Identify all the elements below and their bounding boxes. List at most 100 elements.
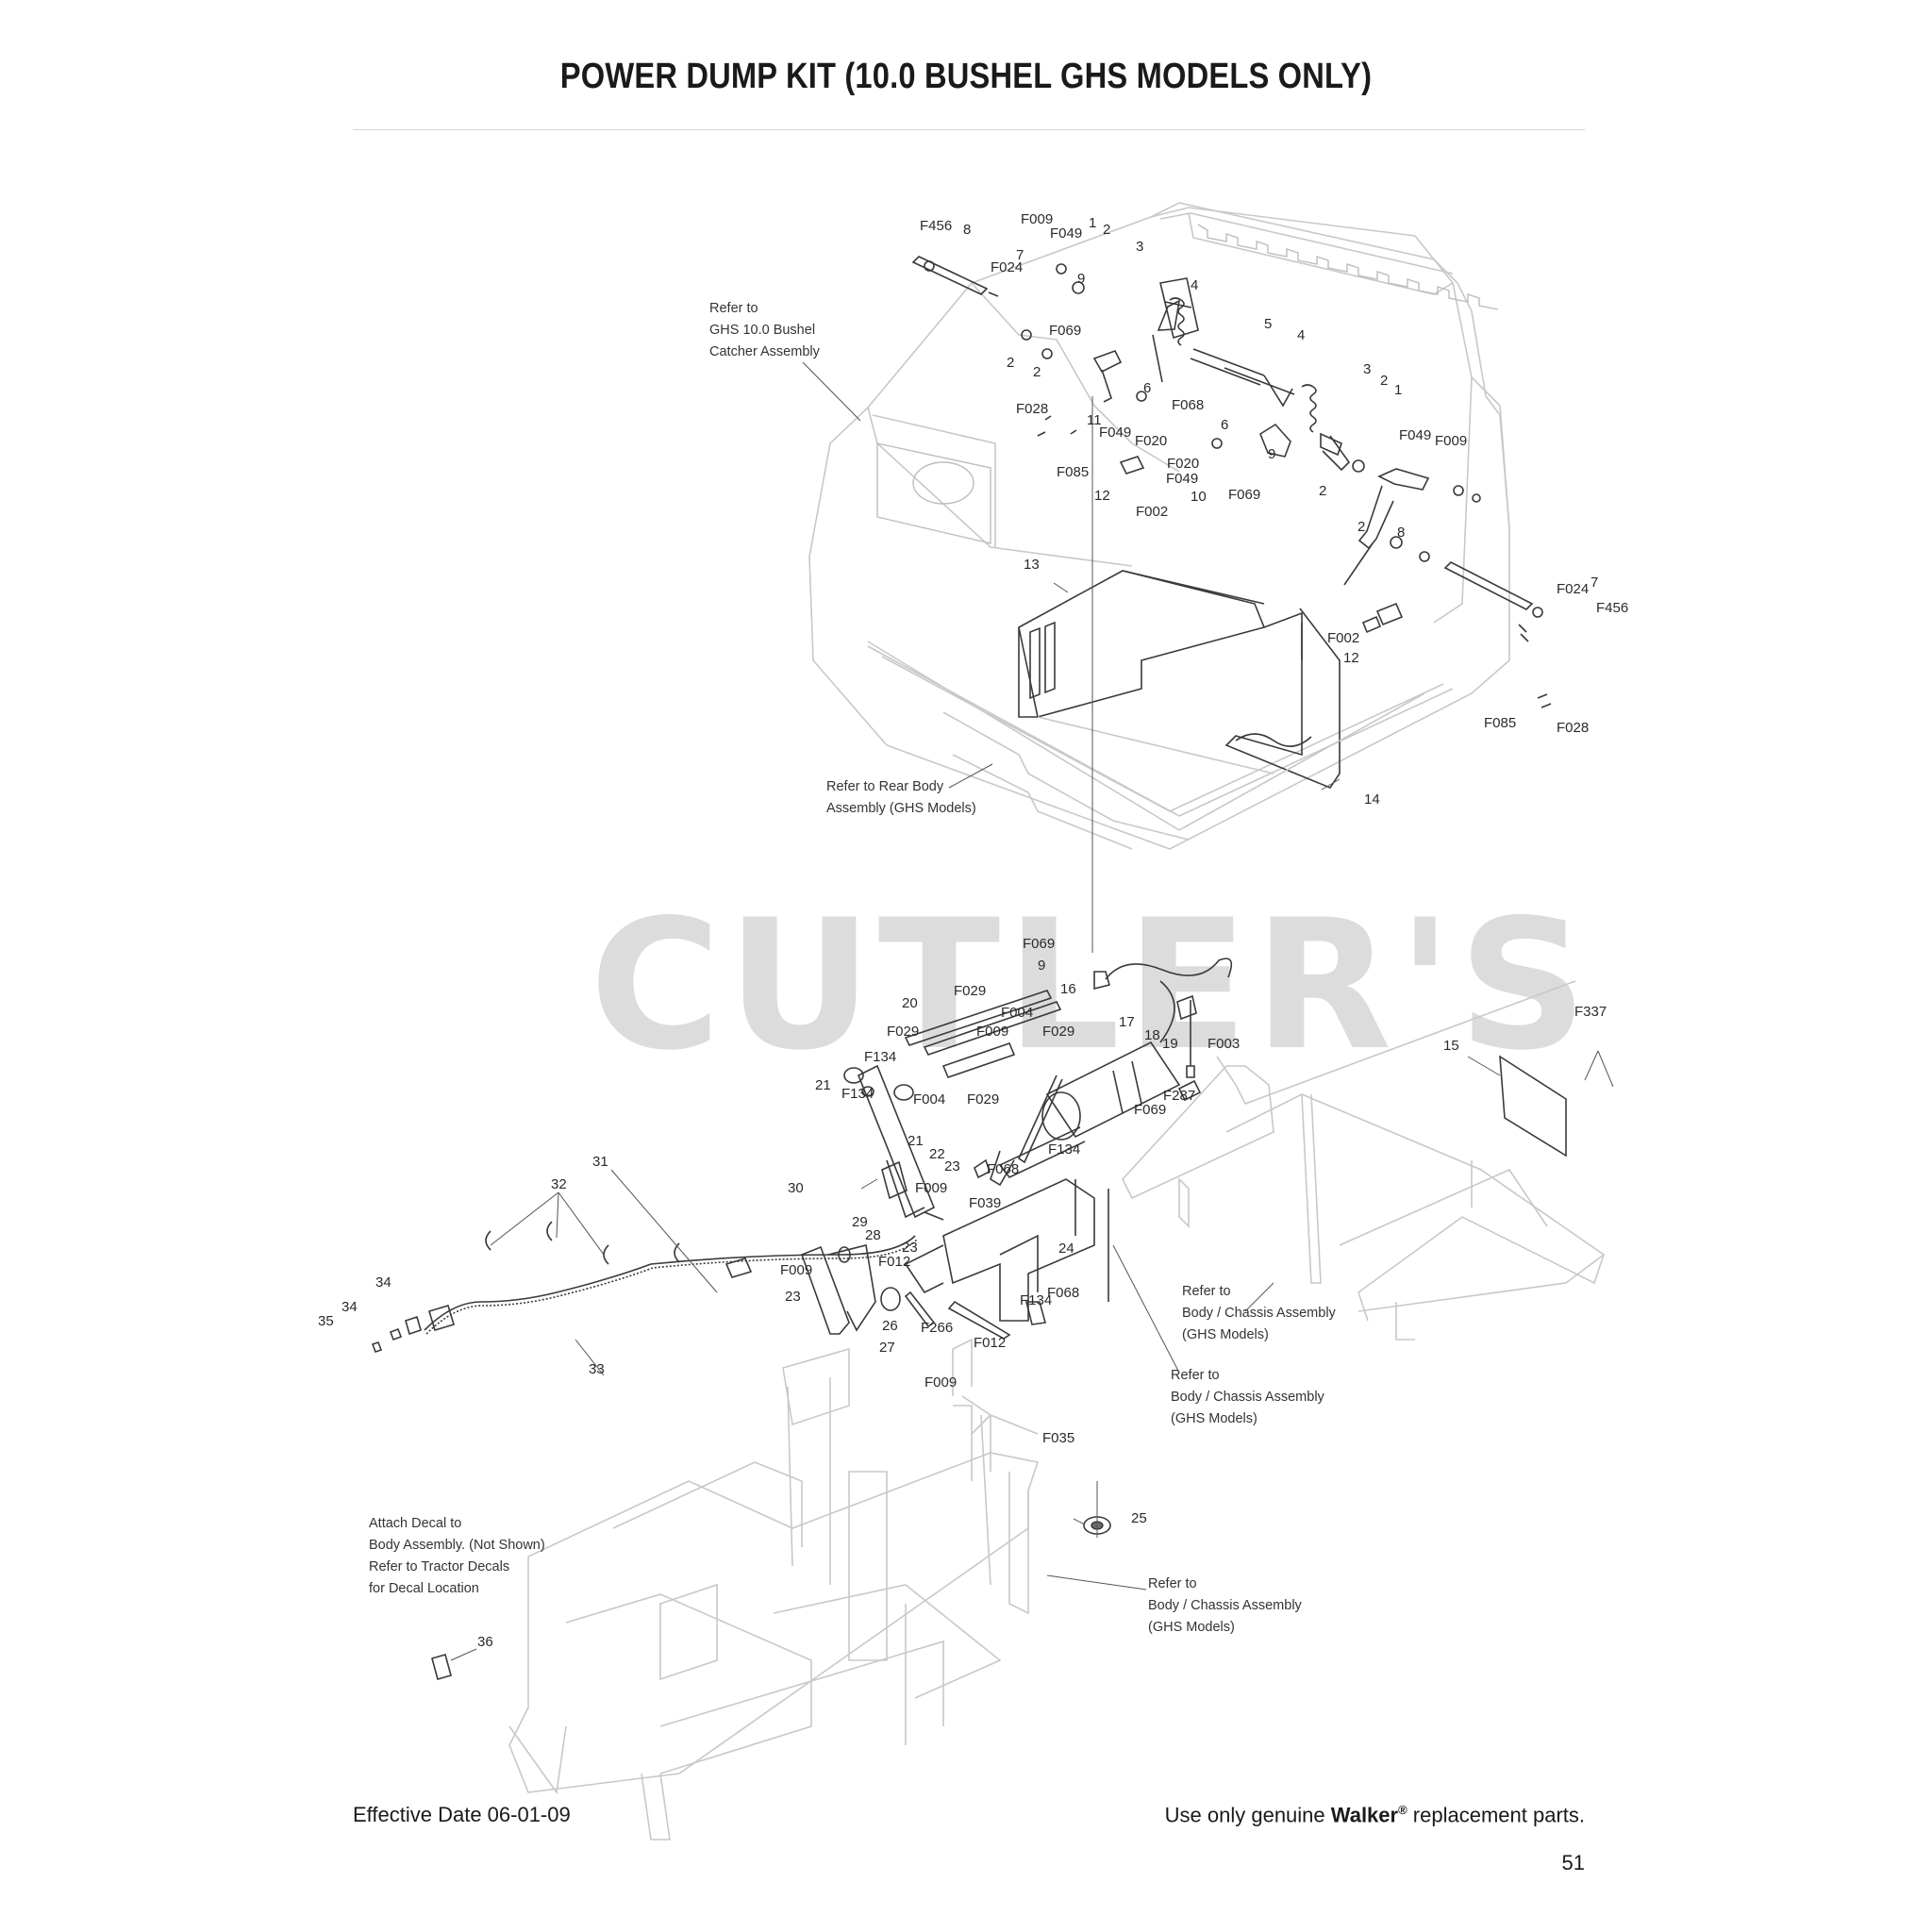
callout: 20 <box>902 995 918 1011</box>
callout: 23 <box>785 1289 801 1305</box>
callout: F020 <box>1135 433 1167 449</box>
callout: F009 <box>924 1374 957 1391</box>
callout: F049 <box>1166 471 1198 487</box>
title-divider <box>353 129 1585 130</box>
callout: 17 <box>1119 1014 1135 1030</box>
callout: 1 <box>1089 215 1096 231</box>
callout: F020 <box>1167 456 1199 472</box>
callout: 2 <box>1319 483 1326 499</box>
callout: 3 <box>1136 239 1143 255</box>
rear-body-outline <box>867 641 1425 850</box>
genuine-parts-notice: Use only genuine Walker® replacement par… <box>1165 1803 1585 1827</box>
callout: F009 <box>976 1024 1008 1040</box>
callout: F068 <box>1047 1285 1079 1301</box>
mounting-brackets <box>800 990 1109 1340</box>
callout: 27 <box>879 1340 895 1356</box>
effective-date: Effective Date 06-01-09 <box>353 1803 571 1826</box>
callout: 2 <box>1103 222 1110 238</box>
watermark-text: CUTLER'S <box>590 881 1593 1090</box>
reference-note-body-chassis-2: Refer to Body / Chassis Assembly (GHS Mo… <box>1171 1368 1325 1426</box>
svg-text:Assembly (GHS Models): Assembly (GHS Models) <box>826 801 976 816</box>
reference-note-catcher: Refer to GHS 10.0 Bushel Catcher Assembl… <box>709 301 821 359</box>
svg-text:Refer to: Refer to <box>1182 1284 1231 1299</box>
reference-note-body-chassis-3: Refer to Body / Chassis Assembly (GHS Mo… <box>1148 1576 1303 1635</box>
callout: F024 <box>1557 581 1589 597</box>
callout: 6 <box>1143 380 1151 396</box>
callout: F012 <box>974 1335 1006 1351</box>
callout: F009 <box>1435 433 1467 449</box>
callout: 1 <box>1394 382 1402 398</box>
callout: F012 <box>878 1254 910 1270</box>
callout: F009 <box>780 1262 812 1278</box>
callout: F009 <box>1021 211 1053 227</box>
svg-text:Body / Chassis Assembly: Body / Chassis Assembly <box>1182 1306 1337 1321</box>
callout: 22 <box>929 1146 945 1162</box>
body-chassis-frame-lower <box>508 1338 1040 1840</box>
callout: 32 <box>551 1176 567 1192</box>
callout: 9 <box>1038 958 1045 974</box>
reference-note-rear-body: Refer to Rear Body Assembly (GHS Models) <box>826 779 976 816</box>
callout: F004 <box>1001 1005 1033 1021</box>
callout: F028 <box>1016 401 1048 417</box>
callout: 15 <box>1443 1038 1459 1054</box>
callout: F004 <box>913 1091 945 1108</box>
callout: F009 <box>915 1180 947 1196</box>
callout: 4 <box>1191 277 1198 293</box>
callout: 21 <box>815 1077 831 1093</box>
callout: F049 <box>1399 427 1431 443</box>
callout: 36 <box>477 1634 493 1650</box>
callout: F002 <box>1327 630 1359 646</box>
callout: 19 <box>1162 1036 1178 1052</box>
svg-text:Attach Decal to: Attach Decal to <box>369 1516 461 1531</box>
callout: 9 <box>1268 446 1275 462</box>
callout: 14 <box>1364 791 1380 808</box>
decal-36 <box>431 1654 452 1680</box>
svg-text:Body Assembly. (Not Shown): Body Assembly. (Not Shown) <box>369 1538 545 1553</box>
registered-mark: ® <box>1398 1803 1407 1817</box>
callout: F029 <box>954 983 986 999</box>
callout: F085 <box>1057 464 1089 480</box>
callout: 7 <box>1016 247 1024 263</box>
svg-text:(GHS Models): (GHS Models) <box>1148 1620 1235 1635</box>
callout: 11 <box>1087 412 1102 428</box>
callout: F029 <box>1042 1024 1074 1040</box>
callout: 28 <box>865 1227 881 1243</box>
svg-text:Body / Chassis Assembly: Body / Chassis Assembly <box>1148 1598 1303 1613</box>
callout: F337 <box>1574 1004 1607 1020</box>
genuine-prefix: Use only genuine <box>1164 1803 1331 1827</box>
callout: 34 <box>375 1274 391 1291</box>
svg-text:Refer to: Refer to <box>1171 1368 1220 1383</box>
callout: 2 <box>1357 519 1365 535</box>
callout: F035 <box>1042 1430 1074 1446</box>
callout: F069 <box>1023 936 1055 952</box>
svg-text:(GHS Models): (GHS Models) <box>1171 1411 1257 1426</box>
callout: F003 <box>1208 1036 1240 1052</box>
callout: 31 <box>592 1154 608 1170</box>
callout: F069 <box>1228 487 1260 503</box>
svg-text:(GHS Models): (GHS Models) <box>1182 1327 1269 1342</box>
svg-text:Body / Chassis Assembly: Body / Chassis Assembly <box>1171 1390 1325 1405</box>
svg-text:GHS 10.0 Bushel: GHS 10.0 Bushel <box>709 323 815 338</box>
callout: 24 <box>1058 1241 1074 1257</box>
body-chassis-frame-right <box>1122 980 1605 1341</box>
callout: F002 <box>1136 504 1168 520</box>
actuator-assembly <box>974 958 1233 1187</box>
brand-name: Walker <box>1330 1803 1399 1827</box>
callout: F134 <box>1020 1292 1052 1308</box>
callout: F287 <box>1163 1088 1195 1104</box>
callout: 13 <box>1024 557 1040 573</box>
page-number: 51 <box>1561 1851 1585 1874</box>
svg-text:Refer to: Refer to <box>1148 1576 1197 1591</box>
callout: 26 <box>882 1318 898 1334</box>
reference-note-decal: Attach Decal to Body Assembly. (Not Show… <box>369 1516 545 1596</box>
callout: F134 <box>1048 1141 1080 1158</box>
callout: 2 <box>1033 364 1041 380</box>
svg-text:Refer to Rear Body: Refer to Rear Body <box>826 779 944 794</box>
callout: F029 <box>887 1024 919 1040</box>
callout: 5 <box>1264 316 1272 332</box>
callout: F456 <box>1596 600 1628 616</box>
callout: F134 <box>864 1049 896 1065</box>
plate-15 <box>1499 1055 1567 1158</box>
callout: 35 <box>318 1313 334 1329</box>
